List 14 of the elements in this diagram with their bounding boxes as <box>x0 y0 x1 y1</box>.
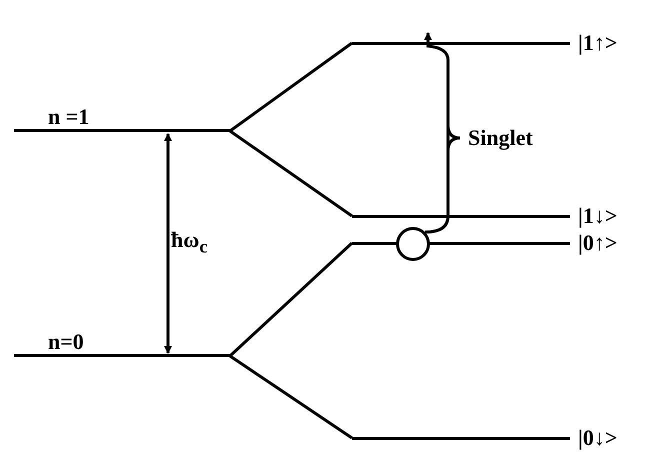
level-label: n =1 <box>48 105 90 129</box>
level-label: |1↑> <box>578 31 618 55</box>
connector-line <box>164 133 172 354</box>
level-label: |0↑> <box>578 231 618 255</box>
edge-label: ħω$_{c}$ <box>171 228 208 258</box>
level-label: |0↓> <box>578 426 618 450</box>
connector-line <box>228 242 354 358</box>
singlet-label: Singlet <box>468 126 533 150</box>
connector-line <box>229 354 353 440</box>
connector-line <box>229 42 353 132</box>
connector-line <box>229 130 353 218</box>
level-label: n=0 <box>48 330 84 354</box>
circle-marker <box>396 227 430 261</box>
level-label: |1↓> <box>578 204 618 228</box>
